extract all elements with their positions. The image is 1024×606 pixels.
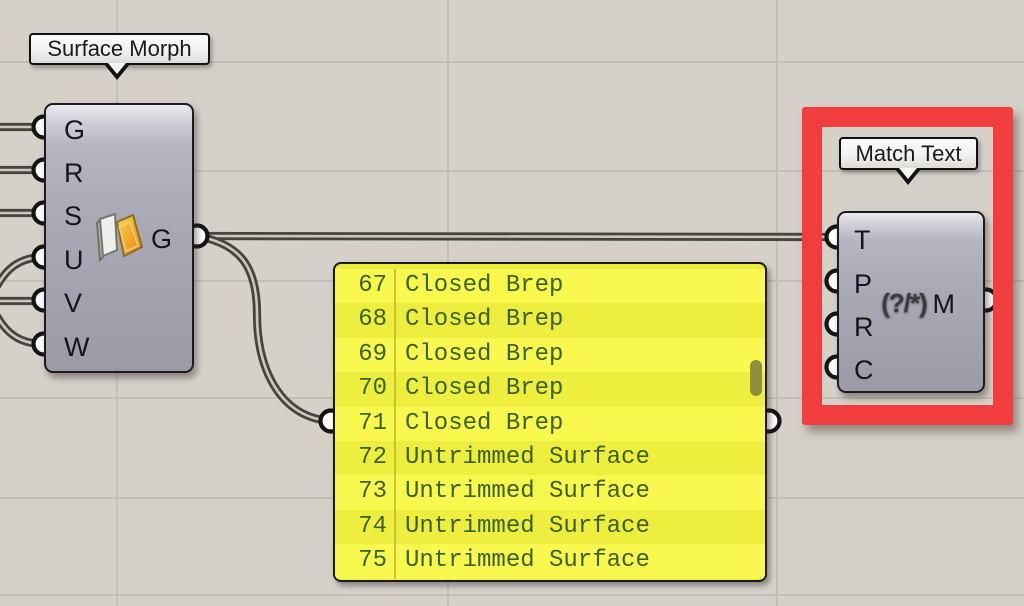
panel-row-value: Untrimmed Surface: [405, 478, 650, 506]
panel-row-index: 70: [335, 372, 396, 407]
panel-row-index: 74: [335, 509, 396, 545]
panel-row: 69 Closed Brep: [335, 337, 765, 373]
panel-row-list: 67 Closed Brep 68 Closed Brep 69 Closed …: [335, 269, 765, 580]
match-text-tooltip: Match Text: [839, 137, 978, 170]
highlight-rectangle: [802, 107, 1013, 425]
panel-row-value: Closed Brep: [405, 272, 564, 299]
panel-row-index: 68: [335, 303, 396, 338]
match-text-component[interactable]: T P R C M (?/*): [837, 211, 985, 393]
panel-row: 73 Untrimmed Surface: [335, 475, 765, 510]
panel-row-index: 71: [335, 406, 396, 441]
panel-row-value: Closed Brep: [405, 340, 564, 368]
panel-row-index: 69: [335, 337, 396, 373]
panel-row-value: Closed Brep: [405, 409, 564, 437]
sm-output-label-g: G: [150, 224, 172, 254]
panel-row: 75 Untrimmed Surface: [335, 544, 765, 579]
grid-line: [0, 594, 1024, 596]
panel-row: 67 Closed Brep: [335, 269, 765, 304]
data-panel[interactable]: 67 Closed Brep 68 Closed Brep 69 Closed …: [333, 262, 767, 582]
match-text-icon: (?/*): [881, 288, 928, 318]
panel-row-value: Closed Brep: [405, 306, 564, 334]
panel-row-index: 67: [335, 269, 396, 304]
panel-row: 68 Closed Brep: [335, 303, 765, 338]
panel-row: 70 Closed Brep: [335, 372, 765, 407]
panel-row: 72 Untrimmed Surface: [335, 440, 765, 476]
grid-line: [0, 170, 1024, 172]
panel-row-value: Closed Brep: [405, 375, 564, 403]
mt-input-label-c: C: [854, 355, 874, 385]
grid-line: [0, 61, 1024, 63]
sm-input-label-r: R: [64, 158, 84, 188]
tooltip-pointer-icon: [899, 168, 917, 179]
sm-input-label-w: W: [64, 332, 90, 362]
grid-line: [776, 0, 778, 606]
panel-row-value: Untrimmed Surface: [405, 512, 650, 540]
panel-row-index: 73: [335, 475, 396, 510]
wire-geometry-to-panel[interactable]: [196, 231, 332, 426]
sm-input-label-g: G: [64, 115, 86, 145]
panel-row-value: Untrimmed Surface: [405, 443, 650, 471]
panel-row-index: 72: [335, 440, 396, 476]
surface-morph-tooltip: Surface Morph: [29, 33, 210, 65]
mt-input-label-r: R: [854, 312, 874, 342]
sm-input-label-s: S: [64, 201, 83, 231]
sm-input-label-u: U: [64, 245, 84, 275]
mt-input-label-t: T: [854, 225, 871, 255]
panel-row-index: 75: [335, 544, 396, 579]
surface-morph-icon: [95, 212, 144, 263]
tooltip-pointer-icon: [108, 63, 126, 74]
mt-input-label-p: P: [854, 269, 873, 299]
surface-morph-component[interactable]: G R S U V W G: [44, 103, 194, 373]
panel-row-value: Untrimmed Surface: [405, 547, 650, 575]
sm-input-label-v: V: [64, 288, 83, 318]
panel-scrollbar-thumb[interactable]: [750, 360, 762, 396]
mt-output-label-m: M: [932, 289, 956, 319]
panel-row: 71 Closed Brep: [335, 406, 765, 441]
wire-geometry-to-match-text[interactable]: [196, 231, 836, 242]
panel-row: 74 Untrimmed Surface: [335, 509, 765, 545]
